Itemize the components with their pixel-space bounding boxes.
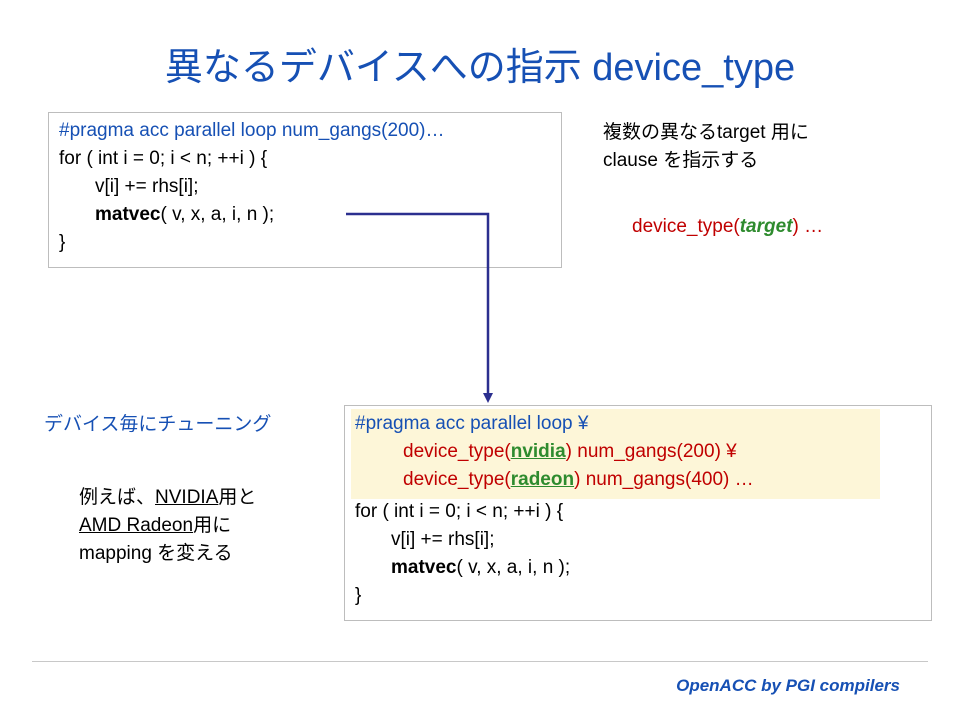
note-multiple-targets-line2: clause を指示する [603,150,759,171]
num-gangs-400: ) num_gangs(400) … [574,469,754,490]
code-block-device-type: #pragma acc parallel loop ¥ device_type(… [344,405,932,621]
matvec-name: matvec [391,557,457,578]
footer-credit: OpenACC by PGI compilers [676,676,900,695]
example-suffix-2: 用に [193,515,232,536]
example-suffix-1: 用と [218,487,257,508]
nvidia-label: NVIDIA [155,487,219,508]
code-block-original: #pragma acc parallel loop num_gangs(200)… [48,112,562,268]
matvec-name: matvec [95,204,161,225]
for-line: for ( int i = 0; i < n; ++i ) { [59,148,268,169]
pragma-line: #pragma acc parallel loop num_gangs(200)… [59,120,445,141]
matvec-line: matvec( v, x, a, i, n ); [95,201,274,229]
pragma-line: #pragma acc parallel loop ¥ [355,413,589,434]
num-gangs-200: ) num_gangs(200) ¥ [565,441,737,462]
device-type-radeon-line: device_type(radeon) num_gangs(400) … [403,466,754,494]
matvec-line: matvec( v, x, a, i, n ); [391,554,570,582]
matvec-args: ( v, x, a, i, n ); [456,557,571,578]
for-line: for ( int i = 0; i < n; ++i ) { [355,501,564,522]
closing-brace: } [355,585,362,606]
note-example-line3: mapping を変える [79,543,233,564]
matvec-args: ( v, x, a, i, n ); [160,204,275,225]
pragma-highlight [351,409,880,499]
footer-divider [32,661,928,662]
amd-radeon-label: AMD Radeon [79,515,194,536]
device-type-nvidia-line: device_type(nvidia) num_gangs(200) ¥ [403,438,737,466]
device-type-prefix: device_type( [632,216,740,237]
example-prefix: 例えば、 [79,487,156,508]
slide-title: 異なるデバイスへの指示 device_type [164,47,796,89]
assign-line: v[i] += rhs[i]; [95,176,199,197]
device-type-prefix: device_type( [403,469,511,490]
device-type-prefix: device_type( [403,441,511,462]
note-per-device-tuning: デバイス毎にチューニング [44,414,272,435]
device-type-syntax: device_type(target) … [632,213,823,241]
device-type-suffix: ) … [792,216,824,237]
note-example-line1: 例えば、NVIDIA用と [79,484,256,512]
note-example-line2: AMD Radeon用に [79,512,231,540]
nvidia-target: nvidia [510,441,566,462]
device-type-target: target [739,216,793,237]
radeon-target: radeon [510,469,575,490]
assign-line: v[i] += rhs[i]; [391,529,495,550]
closing-brace: } [59,232,66,253]
note-multiple-targets-line1: 複数の異なるtarget 用に [603,122,809,143]
